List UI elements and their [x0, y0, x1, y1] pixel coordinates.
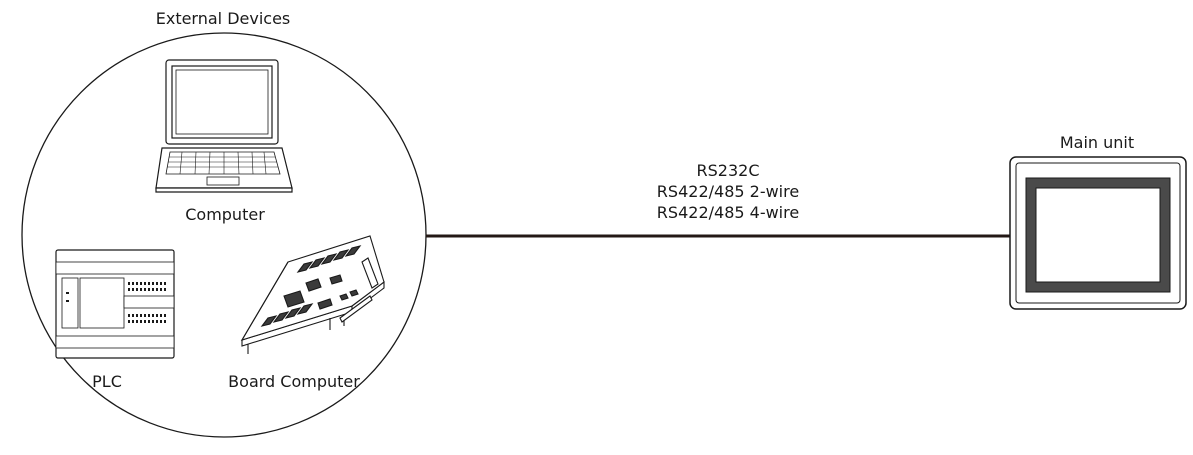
computer-label: Computer — [185, 205, 265, 225]
touch-panel-icon — [1010, 157, 1186, 309]
external-devices-title: External Devices — [156, 9, 291, 29]
plc-icon — [56, 250, 174, 358]
connection-types: RS232C RS422/485 2-wire RS422/485 4-wire — [657, 160, 799, 223]
connection-type-rs485-4wire: RS422/485 4-wire — [657, 202, 799, 223]
connection-type-rs232c: RS232C — [657, 160, 799, 181]
circuit-board-icon — [242, 236, 384, 354]
laptop-icon — [156, 60, 292, 192]
connection-type-rs485-2wire: RS422/485 2-wire — [657, 181, 799, 202]
plc-label: PLC — [92, 372, 122, 392]
main-unit-label: Main unit — [1060, 133, 1134, 153]
board-computer-label: Board Computer — [228, 372, 360, 392]
